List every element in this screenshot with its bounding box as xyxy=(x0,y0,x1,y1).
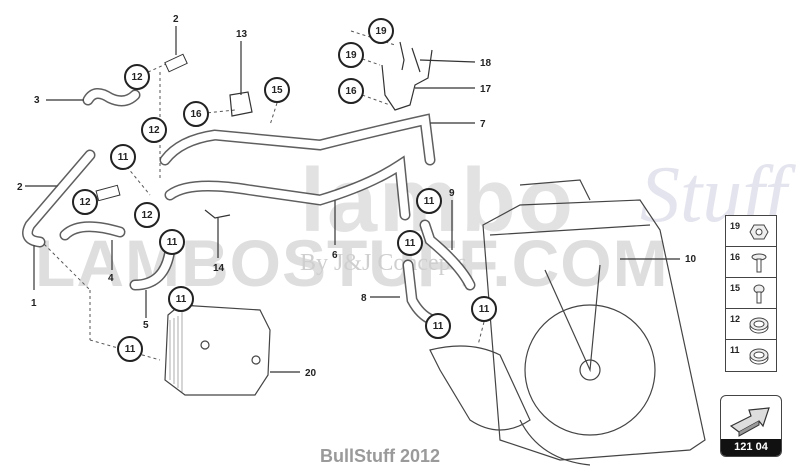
callout-11[interactable]: 11 xyxy=(110,144,136,170)
callout-13[interactable]: 13 xyxy=(236,29,248,40)
callout-16[interactable]: 16 xyxy=(183,101,209,127)
hose-clamp-icon xyxy=(749,348,769,365)
callout-19[interactable]: 19 xyxy=(338,42,364,68)
callout-20[interactable]: 20 xyxy=(305,368,317,379)
legend-number: 12 xyxy=(730,314,741,324)
nut-icon xyxy=(749,224,769,240)
fastener-legend: 19 16 15 12 11 xyxy=(725,215,777,372)
callout-2[interactable]: 2 xyxy=(17,182,23,193)
callout-11[interactable]: 11 xyxy=(159,229,185,255)
callout-5[interactable]: 5 xyxy=(143,320,149,331)
callout-11[interactable]: 11 xyxy=(397,230,423,256)
callout-11[interactable]: 11 xyxy=(416,188,442,214)
footer-copyright: BullStuff 2012 xyxy=(320,446,441,466)
callout-11[interactable]: 11 xyxy=(471,296,497,322)
section-code: 121 04 xyxy=(721,439,781,456)
legend-number: 19 xyxy=(730,221,741,231)
bolt-icon xyxy=(753,284,765,304)
section-reference-link[interactable]: 121 04 xyxy=(720,395,782,457)
legend-row: 19 xyxy=(726,216,776,247)
callout-8[interactable]: 8 xyxy=(361,293,367,304)
legend-number: 15 xyxy=(730,283,741,293)
callout-12[interactable]: 12 xyxy=(124,64,150,90)
legend-row: 12 xyxy=(726,309,776,340)
callout-9[interactable]: 9 xyxy=(449,188,455,199)
callout-11[interactable]: 11 xyxy=(168,286,194,312)
callout-7[interactable]: 7 xyxy=(480,119,486,130)
legend-row: 11 xyxy=(726,340,776,371)
callout-11[interactable]: 11 xyxy=(117,336,143,362)
callout-1[interactable]: 1 xyxy=(31,298,37,309)
callout-16[interactable]: 16 xyxy=(338,78,364,104)
callout-14[interactable]: 14 xyxy=(213,263,225,274)
hose-clamp-icon xyxy=(749,317,769,334)
arrow-icon xyxy=(729,407,770,437)
callout-19[interactable]: 19 xyxy=(368,18,394,44)
legend-row: 16 xyxy=(726,247,776,278)
callout-15[interactable]: 15 xyxy=(264,77,290,103)
bolt-flange-icon xyxy=(751,253,767,273)
callout-2[interactable]: 2 xyxy=(173,14,179,25)
callout-12[interactable]: 12 xyxy=(72,189,98,215)
legend-number: 16 xyxy=(730,252,741,262)
callout-17[interactable]: 17 xyxy=(480,84,492,95)
callout-11[interactable]: 11 xyxy=(425,313,451,339)
callout-10[interactable]: 10 xyxy=(685,254,697,265)
callout-18[interactable]: 18 xyxy=(480,58,492,69)
callout-4[interactable]: 4 xyxy=(108,273,114,284)
callout-3[interactable]: 3 xyxy=(34,95,40,106)
legend-row: 15 xyxy=(726,278,776,309)
callout-12[interactable]: 12 xyxy=(141,117,167,143)
legend-number: 11 xyxy=(730,345,740,355)
callout-6[interactable]: 6 xyxy=(332,250,338,261)
callout-12[interactable]: 12 xyxy=(134,202,160,228)
